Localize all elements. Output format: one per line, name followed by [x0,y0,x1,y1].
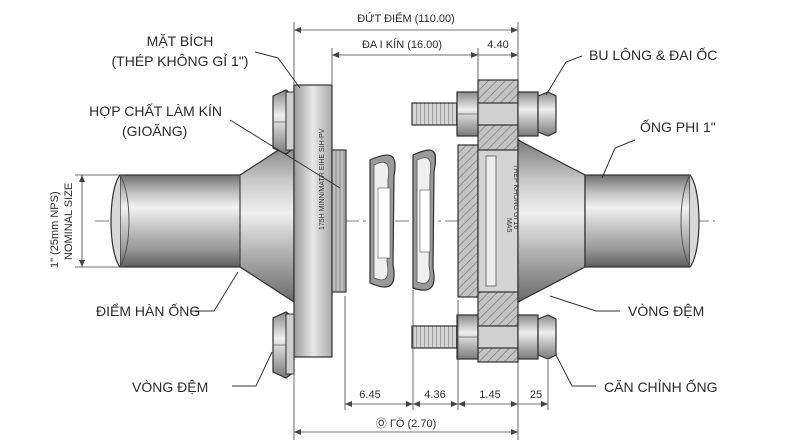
leader-flange [254,51,301,89]
dimension-seal-ring [331,48,518,84]
flange-callout-sub: (THÉP KHÔNG GỈ 1") [112,53,249,69]
leader-washer-left [232,351,273,387]
washer-right-callout: VÒNG ĐỆM [628,303,704,319]
nominal-size-dimension [75,174,125,268]
right-flange-stamp-2: THÉP KHÔNG GỈ 16 [512,164,521,229]
leader-washer-right [549,295,620,312]
flange-callout: MẶT BÍCH [147,33,214,49]
dimension-bottom-total: Ⓞ ΓÖ (2.70) [376,417,436,430]
dimension-bottom-4: 25 [530,389,542,401]
leader-alignment [555,354,596,387]
dimension-break-point-label: ĐỨT ĐIỂM (110.00) [357,12,455,25]
left-flange [293,84,347,358]
dimension-top-right-label: 4.40 [487,39,508,51]
dimension-bottom-2: 4.36 [424,389,445,401]
washer-left-callout: VÒNG ĐỆM [132,379,208,395]
nominal-size-label: NOMINAL SIZE [63,183,75,260]
nps-label: 1" (25mm NPS) [49,191,61,268]
weld-point-callout: ĐIỂM HÀN ỐNG [96,302,200,319]
left-flange-stamp: 175H MINN/MATR EIHE SIH-PV [319,128,326,230]
right-bottom-bolt [411,314,557,360]
dimension-bottom-row [293,290,549,440]
sealing-callout-sub: (GIOĂNG) [122,123,187,139]
bolt-nut-callout: BU LÔNG & ĐAI ỐC [589,46,717,63]
right-flange [457,79,519,363]
pipe-callout: ỐNG PHI 1" [640,118,716,135]
right-flange-hub [517,139,586,303]
left-flange-hub [239,138,295,304]
gasket-ring-2 [412,149,437,291]
leader-pipe [601,139,636,179]
leader-bolt-nut [545,55,583,96]
leader-sealing [229,119,341,189]
pipe-alignment-callout: CĂN CHỈNH ỐNG [604,378,718,395]
right-flange-stamp-1: MA5 [505,218,512,233]
dimension-seal-ring-label: ĐA I KÍN (16.00) [362,38,442,51]
leader-weld [190,271,239,312]
right-pipe [584,174,700,268]
sealing-callout: HỢP CHẤT LÀM KÍN [89,103,222,119]
dimension-bottom-1: 6.45 [359,389,380,401]
dimension-bottom-3: 1.45 [479,389,500,401]
right-top-bolt [411,91,557,137]
left-bottom-bolt [272,311,295,379]
left-top-bolt [272,89,295,155]
dimension-break-point [293,22,519,84]
gasket-ring-1 [369,154,396,288]
left-pipe [110,174,251,268]
